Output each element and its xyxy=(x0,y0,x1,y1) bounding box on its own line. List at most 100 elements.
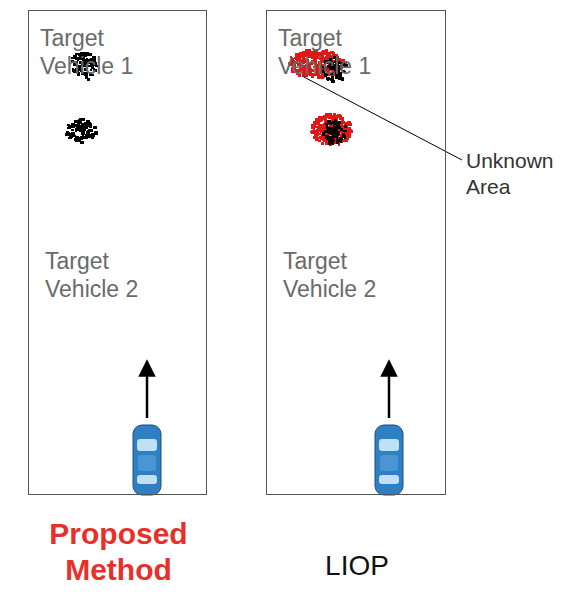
point xyxy=(325,135,329,139)
point xyxy=(324,130,327,133)
point xyxy=(343,130,346,132)
point xyxy=(313,123,315,125)
point xyxy=(349,129,352,133)
point xyxy=(321,136,323,140)
point xyxy=(335,119,337,122)
point xyxy=(349,130,353,133)
point xyxy=(319,130,322,132)
point xyxy=(78,140,81,142)
point xyxy=(339,126,341,128)
point xyxy=(86,121,90,123)
point xyxy=(311,130,314,133)
point xyxy=(341,121,344,124)
point xyxy=(70,135,72,138)
point xyxy=(81,132,84,135)
point xyxy=(326,124,328,128)
point xyxy=(345,132,348,135)
point xyxy=(328,142,331,145)
point xyxy=(336,125,339,128)
point xyxy=(80,136,83,140)
point xyxy=(94,131,98,135)
point xyxy=(338,121,341,124)
point xyxy=(330,122,332,126)
point xyxy=(328,139,332,142)
point xyxy=(323,130,326,132)
point xyxy=(344,126,346,128)
point xyxy=(336,139,339,142)
point xyxy=(333,132,336,136)
point xyxy=(91,134,94,136)
point xyxy=(334,136,338,138)
panel-frame: Target Vehicle 1Target Vehicle 2LIOP xyxy=(266,10,446,495)
point xyxy=(328,142,331,145)
point xyxy=(345,135,348,139)
point xyxy=(325,123,329,125)
point xyxy=(85,135,88,137)
point xyxy=(322,133,325,136)
point xyxy=(339,118,343,120)
point xyxy=(323,115,326,119)
point xyxy=(317,128,319,131)
point xyxy=(322,118,326,120)
point xyxy=(342,133,345,135)
point xyxy=(310,131,313,133)
point xyxy=(71,129,74,131)
point xyxy=(77,124,80,127)
point xyxy=(348,127,351,129)
point xyxy=(75,139,78,142)
point xyxy=(67,124,70,126)
point xyxy=(71,123,75,126)
point xyxy=(78,137,82,140)
point xyxy=(330,122,332,125)
point xyxy=(344,139,348,142)
heading-arrow xyxy=(388,368,391,418)
point xyxy=(313,122,315,125)
leader-line xyxy=(302,76,462,160)
point xyxy=(331,128,333,131)
point xyxy=(321,136,324,140)
point xyxy=(93,126,97,129)
point xyxy=(332,127,335,129)
point xyxy=(82,132,85,135)
point xyxy=(72,124,76,127)
point xyxy=(327,120,329,123)
point xyxy=(332,142,334,145)
point xyxy=(79,118,82,121)
point xyxy=(83,132,85,135)
point xyxy=(333,129,337,132)
point xyxy=(339,126,341,128)
point xyxy=(73,135,76,137)
point xyxy=(68,125,71,129)
point xyxy=(344,135,346,139)
point xyxy=(344,125,347,128)
point xyxy=(82,118,85,121)
panel-label: Target Vehicle 1 xyxy=(40,25,165,80)
point xyxy=(332,133,335,136)
point xyxy=(76,127,80,131)
point xyxy=(321,142,324,145)
point xyxy=(314,131,317,135)
point xyxy=(340,128,343,131)
point xyxy=(326,114,329,118)
point xyxy=(328,113,330,116)
point xyxy=(325,130,327,133)
point xyxy=(332,121,335,123)
point xyxy=(333,132,336,135)
ego-car xyxy=(375,425,403,495)
panel-caption: LIOP xyxy=(257,549,457,583)
point xyxy=(329,142,333,145)
point xyxy=(325,130,327,133)
panel-frame: Target Vehicle 1Target Vehicle 2Proposed… xyxy=(28,10,207,495)
point xyxy=(323,117,326,119)
point xyxy=(81,129,85,132)
point xyxy=(331,80,335,83)
point xyxy=(336,122,340,125)
point xyxy=(66,131,69,133)
point xyxy=(335,129,338,132)
heading-arrow xyxy=(146,368,149,418)
point xyxy=(85,134,88,136)
point xyxy=(343,126,346,130)
point xyxy=(85,134,88,137)
ego-car xyxy=(133,425,161,495)
point xyxy=(340,139,342,143)
